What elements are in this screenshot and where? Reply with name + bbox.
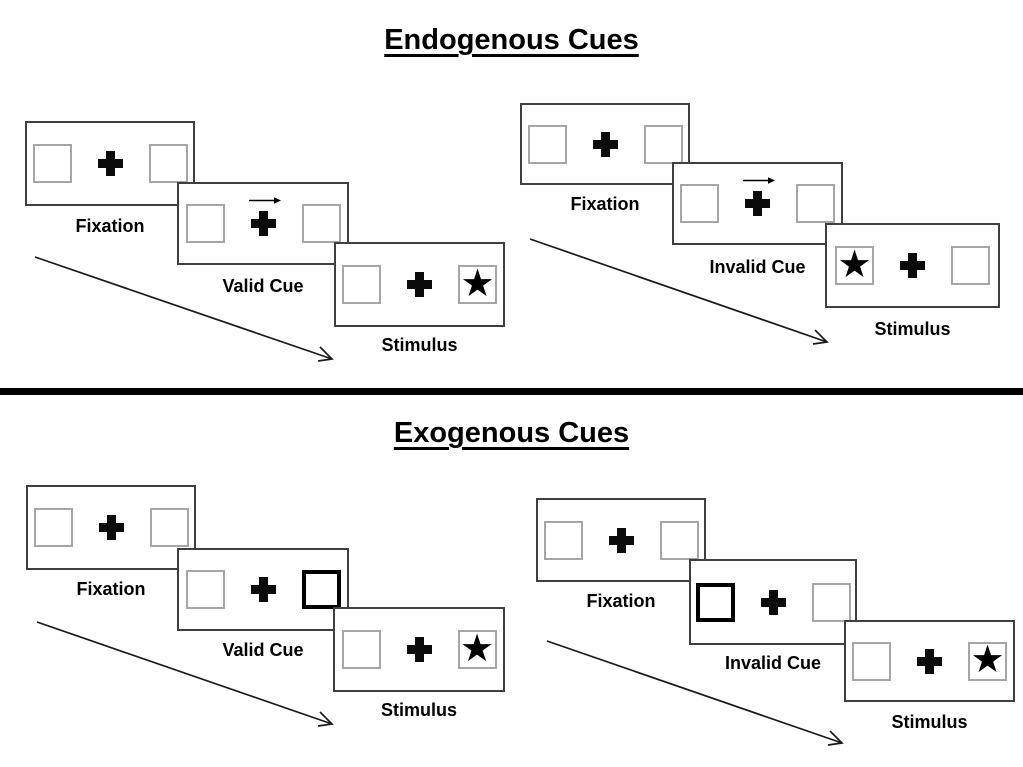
fixation-cross-icon <box>407 272 432 297</box>
fixation-label: Fixation <box>75 216 145 236</box>
section-title-endogenous: Endogenous Cues <box>0 24 1023 57</box>
cue-label: Invalid Cue <box>724 653 822 673</box>
stimulus-panel: ★ <box>825 223 1000 308</box>
fixation-cross-icon <box>900 253 925 278</box>
fixation-panel <box>536 498 706 582</box>
stimulus-label: Stimulus <box>381 335 458 355</box>
fixation-cross-icon <box>248 197 281 236</box>
star-stimulus-icon: ★ <box>837 243 872 286</box>
timeline-arrow-icon <box>36 621 334 727</box>
stimulus-label: Stimulus <box>874 319 951 339</box>
fixation-cross-icon <box>743 177 775 216</box>
fixation-panel <box>26 485 196 570</box>
fixation-cross-icon <box>917 648 942 674</box>
section-divider <box>0 388 1023 395</box>
fixation-cross-icon <box>760 589 786 615</box>
fixation-cross-icon <box>608 527 634 553</box>
timeline-arrow-icon <box>529 238 829 345</box>
placeholder-box-left <box>543 520 583 560</box>
peripheral-cue-box-right <box>301 570 341 609</box>
central-cue-arrow-right-icon <box>743 177 775 184</box>
star-stimulus-icon: ★ <box>459 627 495 670</box>
fixation-label: Fixation <box>76 579 146 599</box>
fixation-panel <box>520 103 690 185</box>
stimulus-label: Stimulus <box>380 700 457 720</box>
star-stimulus-icon: ★ <box>970 639 1005 681</box>
timeline-arrow-icon <box>34 256 334 362</box>
placeholder-box-left <box>33 508 73 547</box>
placeholder-box-left <box>852 641 891 681</box>
cue-panel <box>177 548 349 631</box>
fixation-panel <box>25 121 195 206</box>
placeholder-box-right <box>301 204 341 243</box>
star-stimulus-icon: ★ <box>460 262 495 305</box>
peripheral-cue-box-left <box>695 582 735 622</box>
stimulus-panel: ★ <box>844 620 1015 702</box>
placeholder-box-right <box>659 520 699 560</box>
stimulus-panel: ★ <box>333 607 505 692</box>
stimulus-panel: ★ <box>334 242 505 327</box>
fixation-cross-icon <box>406 637 432 662</box>
section-title-text: Exogenous Cues <box>393 417 630 449</box>
target-box: ★ <box>457 627 497 670</box>
placeholder-box-left <box>680 184 719 223</box>
placeholder-box-right <box>148 144 188 183</box>
fixation-label: Fixation <box>586 591 656 611</box>
fixation-cross-icon <box>592 131 618 157</box>
placeholder-box-right <box>811 582 851 622</box>
section-title-text: Endogenous Cues <box>384 24 639 56</box>
placeholder-box-left <box>32 144 72 183</box>
placeholder-box-right <box>796 184 835 223</box>
placeholder-box-left <box>527 124 567 164</box>
target-box: ★ <box>835 246 874 285</box>
fixation-cross-icon <box>97 151 123 176</box>
placeholder-box-left <box>342 265 381 304</box>
timeline-arrow-icon <box>546 640 844 746</box>
placeholder-box-left <box>341 630 381 669</box>
placeholder-box-right <box>643 124 683 164</box>
central-cue-arrow-right-icon <box>248 197 281 204</box>
cue-panel <box>689 559 857 645</box>
cue-panel <box>177 182 349 265</box>
target-box: ★ <box>458 265 497 304</box>
fixation-label: Fixation <box>570 194 640 214</box>
cue-label: Invalid Cue <box>709 257 806 277</box>
placeholder-box-right <box>951 246 990 285</box>
cue-label: Valid Cue <box>222 640 304 660</box>
stimulus-label: Stimulus <box>891 712 968 732</box>
target-box: ★ <box>968 639 1007 681</box>
placeholder-box-left <box>185 570 225 609</box>
placeholder-box-left <box>185 204 225 243</box>
cue-label: Valid Cue <box>222 276 304 296</box>
placeholder-box-right <box>149 508 189 547</box>
fixation-cross-icon <box>250 577 276 602</box>
fixation-cross-icon <box>98 515 124 540</box>
cue-panel <box>672 162 843 245</box>
section-title-exogenous: Exogenous Cues <box>0 417 1023 450</box>
